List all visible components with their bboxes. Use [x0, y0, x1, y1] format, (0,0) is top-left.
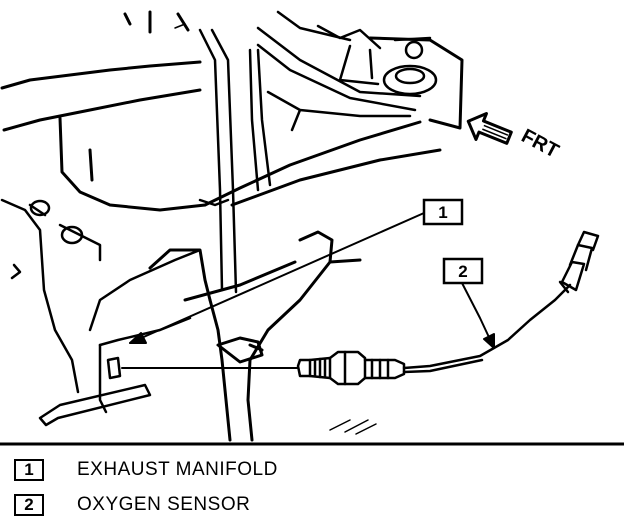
front-direction-indicator: FRT — [466, 112, 563, 163]
callout-1-leader — [129, 212, 425, 344]
legend-label-2: OXYGEN SENSOR — [77, 494, 251, 515]
vertical-lines — [198, 28, 272, 294]
callout-1-number: 1 — [438, 203, 447, 222]
left-components — [0, 198, 202, 427]
ground-marks — [174, 23, 377, 435]
exhaust-manifold — [148, 230, 362, 442]
callout-2-box: 2 — [442, 257, 484, 285]
legend-item-1: 1 EXHAUST MANIFOLD — [14, 455, 278, 485]
legend-label-1: EXHAUST MANIFOLD — [77, 459, 278, 480]
callout-2-leader — [461, 282, 495, 349]
engine-diagram: 1 2 FRT — [0, 10, 624, 446]
intake-brackets — [256, 10, 438, 132]
legend-item-2: 2 OXYGEN SENSOR — [14, 490, 250, 520]
oxygen-sensor — [296, 230, 600, 386]
legend-number-2: 2 — [14, 494, 44, 516]
callout-2-number: 2 — [458, 262, 467, 281]
front-arrow-icon — [466, 112, 513, 145]
engine-block-outline — [0, 10, 464, 212]
callout-1-box: 1 — [422, 198, 464, 226]
legend-number-1: 1 — [14, 459, 44, 481]
legend: 1 EXHAUST MANIFOLD 2 OXYGEN SENSOR — [0, 446, 624, 524]
manifold-port — [106, 356, 122, 380]
front-label: FRT — [518, 125, 563, 163]
